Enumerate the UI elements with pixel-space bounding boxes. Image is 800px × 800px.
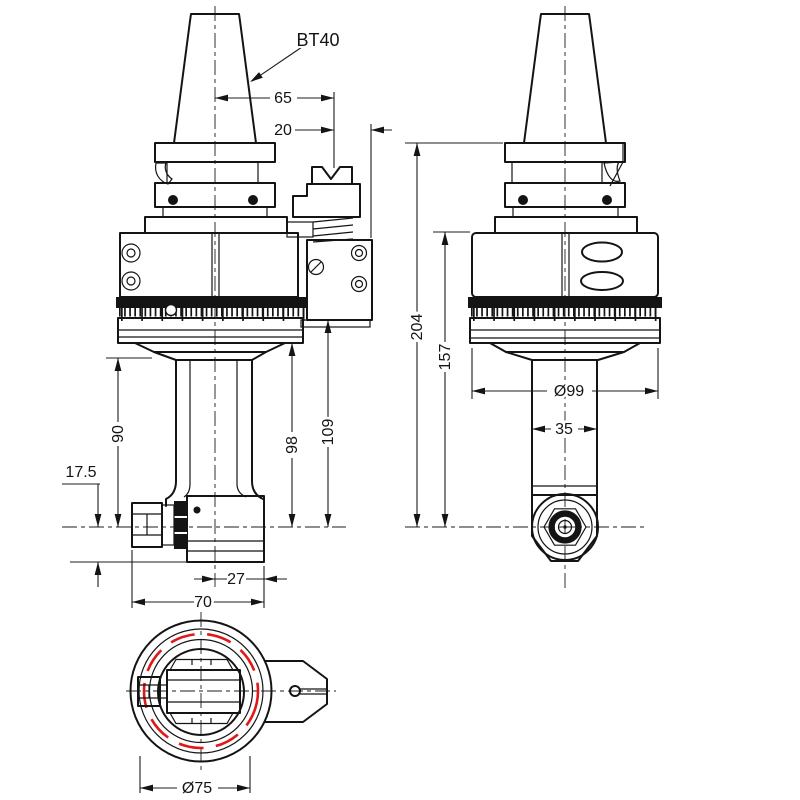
collet-nut (131, 502, 163, 548)
dim-99: Ø99 (554, 383, 584, 400)
bottom-view (126, 612, 336, 772)
dim-65: 65 (274, 90, 292, 107)
stop-pin-block (311, 166, 353, 185)
dimensions: BT40 65 20 90 17.5 9 (62, 28, 659, 800)
red-reference-circle (142, 632, 260, 750)
dim-109: 109 (320, 419, 337, 446)
dim-90: 90 (110, 425, 127, 443)
spring (312, 217, 354, 243)
clamp-slot-upper (581, 241, 623, 263)
head-side-outline (531, 494, 598, 562)
clamp-slot-lower (580, 271, 624, 291)
head-set-screw (193, 506, 201, 514)
dim-70: 70 (194, 594, 212, 611)
dim-17-5: 17.5 (65, 464, 96, 481)
spindle-nut-hex (543, 508, 587, 546)
side-view (405, 6, 662, 592)
dim-75: Ø75 (182, 780, 212, 797)
dim-35: 35 (555, 421, 573, 438)
dim-157: 157 (437, 344, 454, 371)
dim-98: 98 (284, 436, 301, 454)
torque-tab-bottom (264, 660, 328, 723)
front-view (62, 6, 373, 587)
dim-204: 204 (409, 314, 426, 341)
collet-boss (174, 501, 187, 549)
drive-key (603, 161, 621, 182)
vernier-index-dot (164, 303, 178, 317)
taper-label: BT40 (296, 30, 339, 50)
dim-27: 27 (227, 571, 245, 588)
slotted-screw (307, 258, 325, 276)
output-housing-bottom (166, 669, 241, 714)
dim-20: 20 (274, 122, 292, 139)
